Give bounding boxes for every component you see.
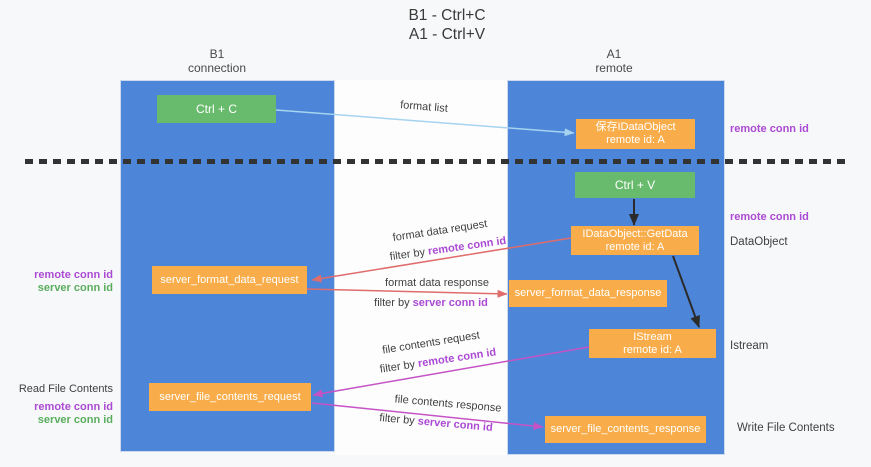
phase-divider-dashed-line xyxy=(25,159,849,164)
format-data-response-text: format data response xyxy=(385,277,489,289)
server-file-contents-response-box: server_file_contents_response xyxy=(545,416,706,443)
right-remote-conn-id-mid: remote conn id xyxy=(730,211,809,223)
format-data-response-filter-label: filter by server conn id xyxy=(374,297,488,309)
title-line-2: A1 - Ctrl+V xyxy=(408,26,486,43)
ctrl-v-box: Ctrl + V xyxy=(575,172,695,198)
lifeline-a1-name: A1 xyxy=(606,47,622,61)
dataobject-label: DataObject xyxy=(730,236,788,248)
read-file-contents-label: Read File Contents xyxy=(18,383,113,395)
left-remote-conn-id-1: remote conn id xyxy=(34,269,113,281)
title-line-1: B1 - Ctrl+C xyxy=(408,7,486,24)
istream-line2: remote id: A xyxy=(623,343,682,356)
server-file-contents-request-box: server_file_contents_request xyxy=(149,383,311,411)
format-list-arrow xyxy=(275,109,575,137)
server-format-data-response-box: server_format_data_response xyxy=(509,280,667,307)
lifeline-b1-subtitle: connection xyxy=(187,61,247,75)
istream-side-label: Istream xyxy=(730,340,769,352)
lifeline-a1-subtitle: remote xyxy=(595,61,633,75)
format-data-request-arrow xyxy=(311,237,572,283)
server-format-data-request-box: server_format_data_request xyxy=(152,266,307,294)
save-dataobject-box: 保存IDataObject remote id: A xyxy=(576,119,695,149)
server-file-contents-request-label: server_file_contents_request xyxy=(159,390,301,403)
lifeline-b1-name: B1 xyxy=(209,47,225,61)
format-data-response-label: format data response xyxy=(385,277,489,289)
ctrl-v-label: Ctrl + V xyxy=(614,177,656,192)
right-remote-conn-id-top: remote conn id xyxy=(730,123,809,135)
save-dataobject-line1: 保存IDataObject xyxy=(595,121,676,133)
left-remote-conn-id-2: remote conn id xyxy=(34,401,113,413)
left-server-conn-id-1: server conn id xyxy=(37,282,113,294)
ctrl-c-label: Ctrl + C xyxy=(195,101,237,116)
left-conn-id-pair-2: remote conn id server conn id xyxy=(10,401,113,427)
diagram-title: B1 - Ctrl+C A1 - Ctrl+V xyxy=(327,6,567,44)
middle-band xyxy=(335,80,507,455)
getdata-box: IDataObject::GetData remote id: A xyxy=(571,226,699,255)
left-server-conn-id-2: server conn id xyxy=(37,414,113,426)
format-data-response-arrow xyxy=(306,288,508,298)
write-file-contents-label: Write File Contents xyxy=(737,422,835,434)
left-conn-id-pair-1: remote conn id server conn id xyxy=(10,269,113,295)
getdata-line2: remote id: A xyxy=(605,240,665,253)
file-contents-request-arrow xyxy=(312,346,590,398)
server-format-data-response-label: server_format_data_response xyxy=(514,287,662,299)
ctrl-c-box: Ctrl + C xyxy=(157,95,276,123)
filter-by-text-2: filter by xyxy=(374,297,410,309)
istream-box: IStream remote id: A xyxy=(589,329,716,358)
server-file-contents-response-label: server_file_contents_response xyxy=(550,423,701,435)
save-dataobject-line2: remote id: A xyxy=(606,134,665,146)
lifeline-header-b1: B1 connection xyxy=(157,47,277,75)
getdata-to-istream-arrow xyxy=(672,255,700,328)
lifeline-header-a1: A1 remote xyxy=(554,47,674,75)
server-conn-id-text-2: server conn id xyxy=(412,297,488,309)
server-format-data-request-label: server_format_data_request xyxy=(160,273,299,286)
file-contents-response-arrow xyxy=(311,402,544,430)
getdata-line1: IDataObject::GetData xyxy=(582,227,688,240)
istream-line1: IStream xyxy=(633,330,672,343)
